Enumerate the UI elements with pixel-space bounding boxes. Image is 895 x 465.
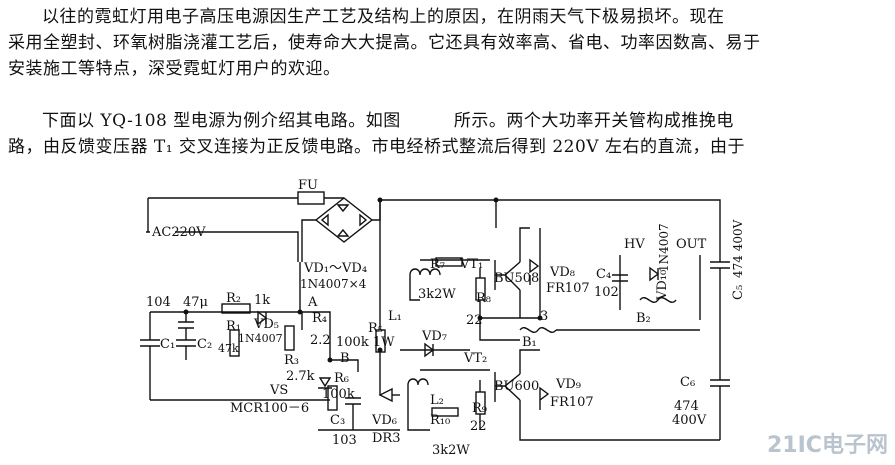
label-r3: R₃: [284, 353, 299, 368]
label-vt1-part: BU508: [494, 271, 539, 286]
label-hv: HV: [624, 237, 645, 252]
label-r7-val: 3k2W: [418, 287, 456, 302]
label-c4: C₄: [596, 267, 611, 282]
wires: [140, 191, 730, 441]
label-r1k: 1k: [254, 293, 270, 308]
label-r8-val: 22: [466, 313, 483, 328]
label-r6-val: 100k: [322, 387, 355, 402]
label-b1: B₁: [522, 335, 537, 350]
p2-line-2: 路，由反馈变压器 T₁ 交叉连接为正反馈电路。市电经桥式整流后得到 220V 左…: [8, 137, 745, 157]
label-vd5: VD₅: [253, 317, 279, 332]
label-pin3: 3: [540, 309, 548, 324]
label-c6: C₆: [680, 375, 695, 390]
label-r10-val: 3k2W: [432, 443, 470, 458]
label-vt2: VT₂: [463, 351, 487, 366]
label-r8: R₈: [476, 291, 491, 306]
watermark-logo: 21IC电子网: [767, 427, 888, 461]
label-r9: R₉: [472, 401, 487, 416]
label-vs: VS: [269, 383, 288, 398]
label-vd10: VD₁₀: [655, 270, 670, 301]
watermark-text: 21IC电子网: [767, 433, 888, 458]
fuse: [297, 191, 325, 205]
label-vd7: VD₇: [421, 329, 447, 344]
label-r5-val: 100k 1W: [336, 335, 395, 350]
label-vd8-part: FR107: [546, 281, 590, 296]
label-vd6: VD₆: [371, 413, 397, 428]
label-node-a: A: [307, 295, 318, 310]
label-vd14: VD₁～VD₄: [303, 261, 367, 276]
bridge-rectifier: [314, 197, 374, 243]
p1-line-3: 安装施工等特点，深受霓虹灯用户的欢迎。: [8, 59, 341, 79]
label-vd6-part: DR3: [372, 431, 400, 446]
label-node-b: B: [340, 351, 350, 366]
label-vt1: VT₁: [459, 257, 483, 272]
paragraph-2: 下面以 YQ-108 型电源为例介绍其电路。如图 所示。两个大功率开关管构成推挽…: [8, 108, 888, 160]
label-c4-val: 102: [594, 285, 619, 300]
label-r5: R₅: [368, 321, 383, 336]
label-r3-val: 2.7k: [286, 369, 315, 384]
label-fu: FU: [298, 178, 318, 193]
label-r9-val: 22: [470, 419, 487, 434]
label-c5: C₅: [731, 285, 746, 300]
p1-line-1: 以往的霓虹灯用电子高压电源因生产工艺及结构上的原因，在阴雨天气下极易损坏。现在: [42, 7, 725, 27]
label-r2: R₂: [226, 291, 241, 306]
label-r1: R₁: [226, 319, 241, 334]
label-r4-val: 2.2: [310, 333, 331, 348]
label-r10: R₁₀: [430, 413, 450, 428]
label-vt2-part: BU600: [494, 379, 539, 394]
label-vd8: VD₈: [549, 265, 575, 280]
label-vd9: VD₉: [555, 377, 581, 392]
label-c5-val: 474 400V: [731, 219, 745, 278]
label-c6-val1: 474: [674, 399, 699, 414]
label-vd10-part: 1N4007: [657, 223, 671, 272]
label-c1: C₁: [160, 337, 175, 352]
p1-line-2: 采用全塑封、环氧树脂浇灌工艺后，使寿命大大提高。它还具有效率高、省电、功率因数高…: [8, 33, 761, 53]
circuit-nodes: [183, 197, 543, 363]
label-c47u: 47μ: [183, 295, 208, 310]
label-b2: B₂: [636, 311, 651, 326]
label-r7: R₇: [430, 257, 445, 272]
label-vd9-part: FR107: [550, 395, 594, 410]
label-mcr: MCR100－6: [230, 401, 309, 416]
p2-line-1: 下面以 YQ-108 型电源为例介绍其电路。如图 所示。两个大功率开关管构成推挽…: [42, 111, 734, 131]
label-vd5-part: 1N4007: [238, 332, 283, 345]
label-r4: R₄: [312, 311, 327, 326]
label-c2: C₂: [197, 337, 212, 352]
label-c104: 104: [146, 295, 171, 310]
label-c3: C₃: [330, 413, 345, 428]
label-c3-val: 103: [332, 433, 357, 448]
label-vd14-part: 1N4007×4: [300, 277, 367, 291]
label-l2: L₂: [430, 393, 444, 408]
paragraph-1: 以往的霓虹灯用电子高压电源因生产工艺及结构上的原因，在阴雨天气下极易损坏。现在 …: [8, 4, 888, 82]
label-c6-val2: 400V: [672, 413, 707, 428]
label-ac: AC220V: [151, 225, 206, 240]
label-out: OUT: [676, 237, 707, 252]
label-l1: L₁: [388, 309, 402, 324]
label-r6: R₆: [334, 371, 349, 386]
circuit-labels: FU AC220V VD₁～VD₄ 1N4007×4 104 47μ R₂ 1k…: [146, 178, 746, 458]
label-r47k: 47k: [218, 342, 239, 355]
